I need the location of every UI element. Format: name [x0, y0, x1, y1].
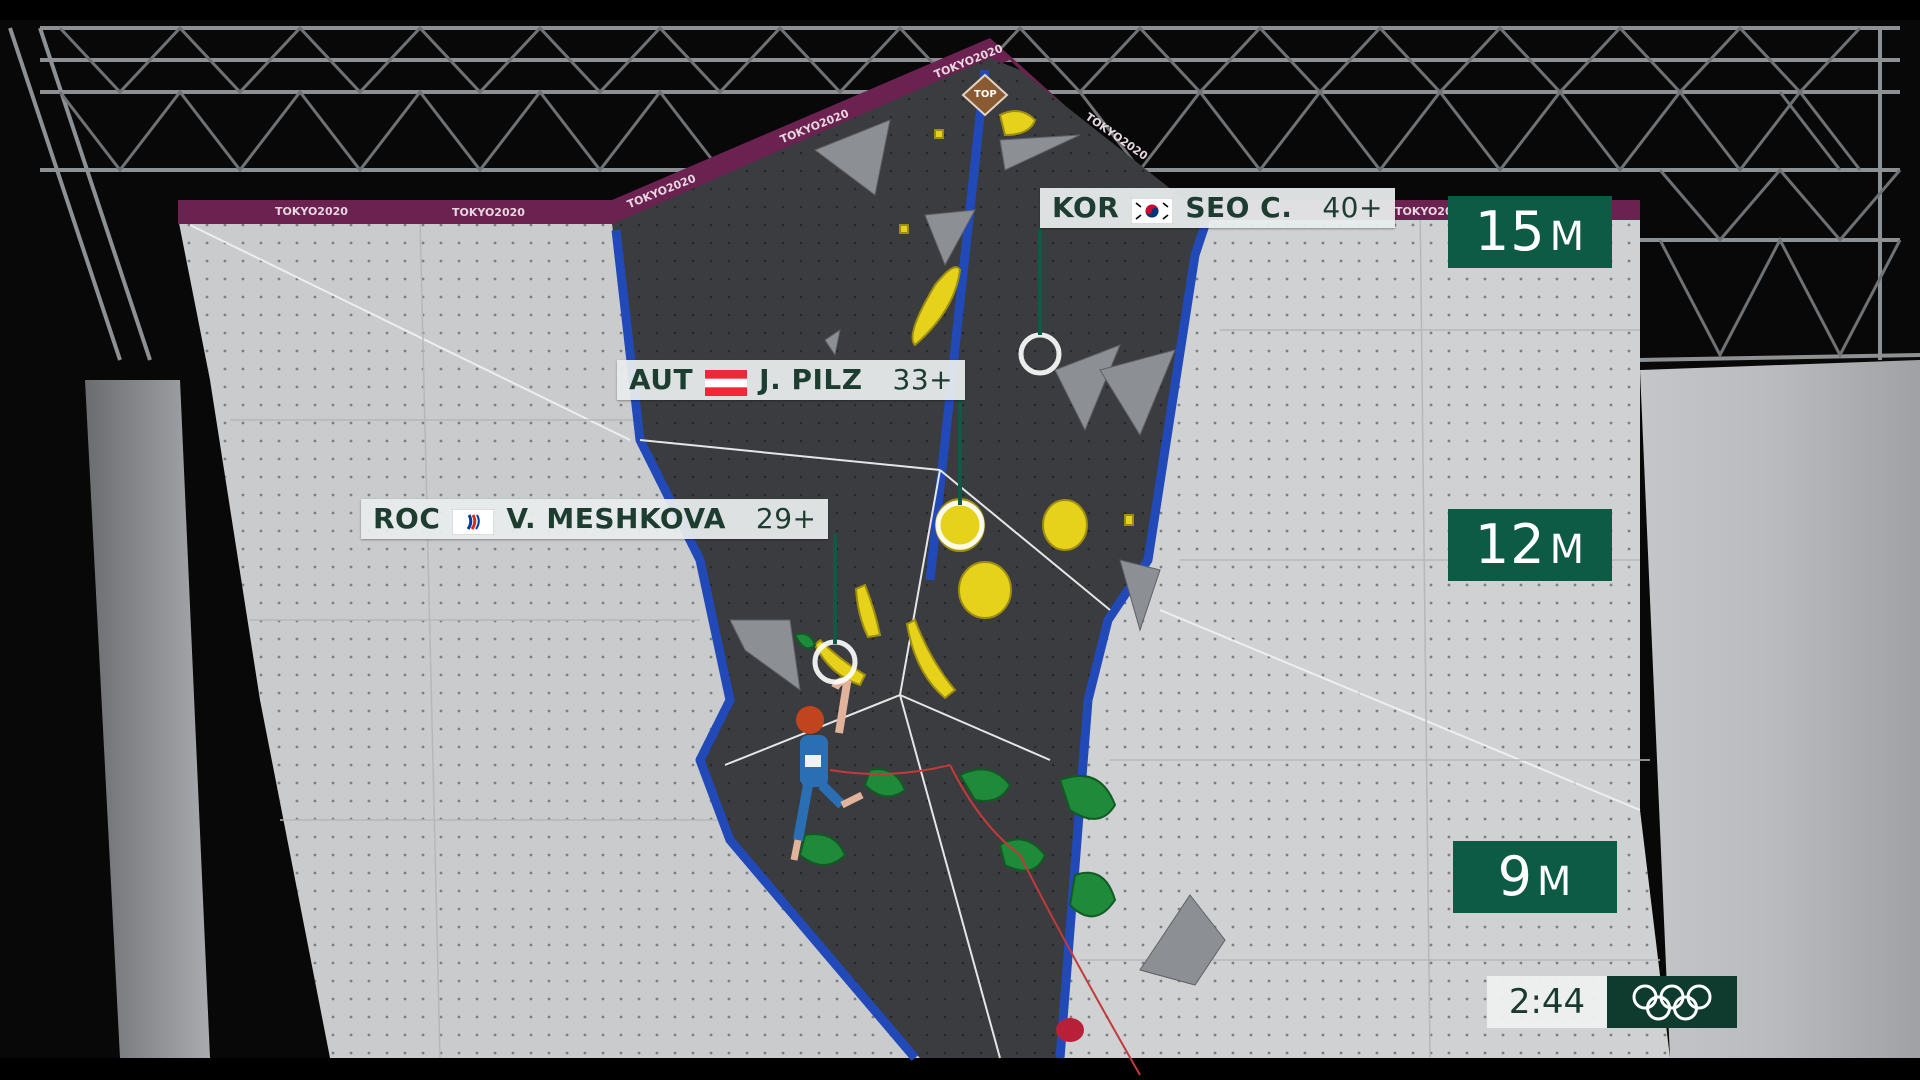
top-hold-tag	[961, 73, 1009, 117]
south-korea-flag-icon	[1130, 195, 1174, 225]
banner-text-left-1: TOKYO2020	[275, 205, 348, 218]
quickdraw-red	[1056, 1018, 1084, 1042]
athlete-score: 33+	[892, 363, 954, 396]
height-value: 12	[1474, 513, 1546, 576]
athlete-name: V. MESHKOVA	[506, 502, 726, 535]
athlete-noc: AUT	[629, 363, 694, 396]
height-unit: M	[1536, 859, 1573, 905]
athlete-name: SEO C.	[1185, 191, 1293, 224]
roc-flag-icon	[451, 506, 495, 536]
banner-text-left-2: TOKYO2020	[452, 206, 525, 219]
olympic-rings-icon	[1607, 976, 1737, 1028]
height-unit: M	[1549, 214, 1586, 260]
timer-display: 2:44	[1487, 976, 1607, 1028]
height-value: 15	[1474, 200, 1546, 263]
climbing-rope	[829, 764, 1141, 1076]
left-curtain	[85, 380, 210, 1058]
athlete-score: 29+	[755, 502, 817, 535]
athlete-noc: KOR	[1052, 191, 1120, 224]
athlete-noc: ROC	[373, 502, 441, 535]
athlete-name: J. PILZ	[759, 363, 863, 396]
athlete-label-roc: ROC V. MESHKOVA 29+	[361, 499, 829, 539]
height-value: 9	[1497, 845, 1533, 908]
label-leader-lines	[833, 228, 1042, 644]
wall-volumes	[729, 119, 1226, 986]
top-tag-label: TOP	[974, 89, 997, 100]
athlete-label-aut: AUT J. PILZ 33+	[617, 360, 966, 400]
athlete-label-kor: KOR SEO C. 40+	[1040, 188, 1395, 228]
right-curtain	[1640, 360, 1920, 1058]
austria-flag-icon	[705, 367, 748, 396]
height-unit: M	[1549, 527, 1586, 573]
athlete-score: 40+	[1322, 191, 1383, 224]
